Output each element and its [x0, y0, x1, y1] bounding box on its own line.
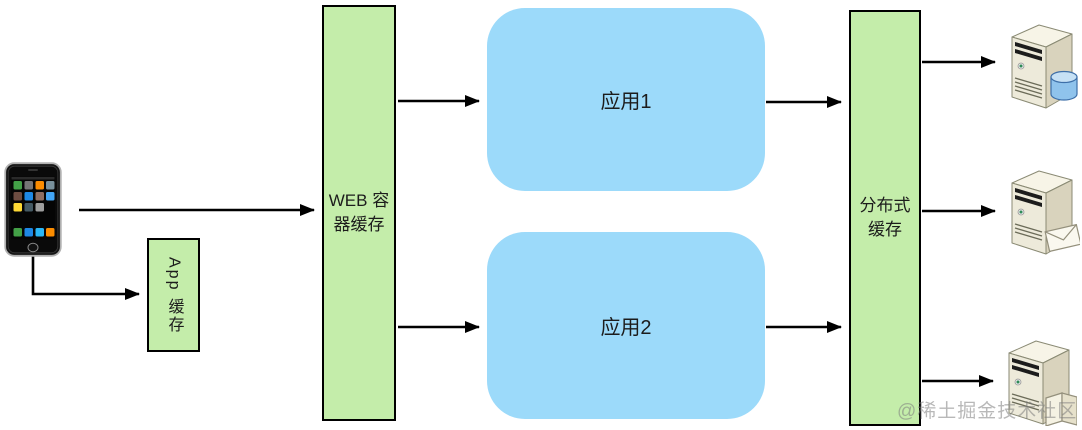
application-1-box: 应用1	[487, 8, 765, 191]
arrow-client-appcache	[31, 255, 140, 300]
smartphone-icon	[4, 162, 62, 257]
file-server-icon	[1008, 340, 1077, 426]
application-2-box: 应用2	[487, 232, 765, 419]
application-2-label: 应用2	[600, 317, 652, 339]
open-folder-icon	[1045, 392, 1077, 426]
envelope-icon	[1044, 223, 1080, 253]
web-container-cache-box: WEB 容器缓存	[322, 5, 396, 421]
distributed-cache-label: 分布式缓存	[859, 196, 911, 239]
distributed-cache-box: 分布式缓存	[849, 10, 921, 426]
mail-server-icon	[1011, 170, 1080, 255]
database-server-icon	[1011, 24, 1078, 109]
app-cache-box: App 缓存	[147, 238, 200, 352]
app-cache-label: App 缓存	[165, 256, 183, 334]
watermark-text: @稀土掘金技术社区	[897, 401, 1078, 422]
database-cylinder-icon	[1050, 70, 1078, 101]
web-container-cache-label: WEB 容器缓存	[328, 191, 390, 234]
application-1-label: 应用1	[600, 91, 652, 113]
